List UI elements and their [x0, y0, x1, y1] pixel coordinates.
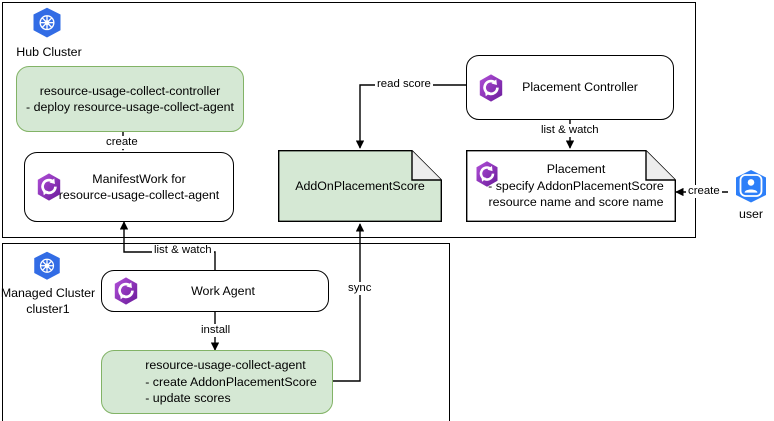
managed-cluster-label: Managed Cluster cluster1 — [0, 286, 96, 316]
node-work-agent[interactable]: Work Agent — [101, 270, 329, 312]
node-manifestwork[interactable]: ManifestWork for resource-usage-collect-… — [24, 152, 234, 222]
edge-label-list-watch-manifestwork: list & watch — [152, 244, 214, 257]
edge-label-create-manifestwork: create — [104, 136, 140, 149]
node-placement[interactable]: Placement - specify AddonPlacementScore … — [466, 150, 676, 222]
node-label: ManifestWork for resource-usage-collect-… — [58, 171, 220, 203]
hub-cluster-label: Hub Cluster — [16, 45, 82, 59]
node-placement-controller[interactable]: Placement Controller — [466, 55, 674, 120]
edge-label-read-score: read score — [375, 78, 433, 91]
edge-label-sync-score: sync — [346, 282, 374, 295]
ocm-icon — [110, 275, 142, 307]
ocm-icon — [472, 159, 502, 189]
hub-cluster-frame — [2, 2, 696, 238]
node-label: Placement Controller — [522, 80, 638, 95]
node-resource-usage-collect-agent[interactable]: resource-usage-collect-agent - create Ad… — [101, 350, 333, 414]
node-label: resource-usage-collect-agent - create Ad… — [145, 358, 317, 406]
node-label: Placement - specify AddonPlacementScore … — [488, 162, 664, 210]
edge-label-install-agent: install — [199, 324, 233, 337]
kubernetes-icon — [30, 250, 64, 284]
user-label: user — [738, 207, 764, 221]
managed-cluster-frame — [2, 243, 450, 421]
ocm-icon — [475, 72, 507, 104]
edge-label-user-create-placement: create — [686, 185, 722, 198]
node-addon-placement-score[interactable]: AddOnPlacementScore — [278, 150, 442, 222]
user-icon[interactable] — [731, 168, 771, 208]
node-label: Work Agent — [191, 283, 255, 298]
edge-label-list-watch-placement: list & watch — [539, 124, 601, 137]
kubernetes-icon — [29, 6, 65, 42]
node-label: resource-usage-collect-controller - depl… — [26, 83, 234, 115]
node-label: AddOnPlacementScore — [295, 178, 425, 193]
node-resource-usage-collect-controller[interactable]: resource-usage-collect-controller - depl… — [16, 66, 244, 132]
ocm-icon — [33, 171, 65, 203]
